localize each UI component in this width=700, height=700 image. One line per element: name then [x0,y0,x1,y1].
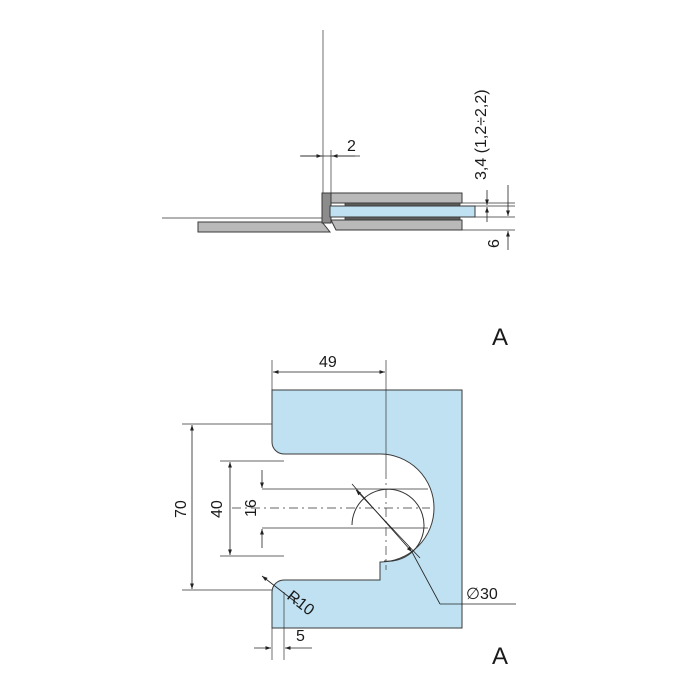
dim-offset-label: 5 [296,628,305,645]
section-label-top: A [492,324,508,351]
glass-pane [329,205,476,218]
dim-height-slot-label: 16 [243,499,260,517]
dim-width-label: 49 [319,354,337,371]
dim-hole-label: ∅30 [466,586,498,603]
side-view: 2 3,4 (1,2÷2,2) 6 [162,30,515,250]
dim-gap-label: 2 [347,138,356,155]
dim-plate-label: 6 [486,239,503,248]
dim-height-cutout-label: 40 [209,500,226,518]
section-label-bottom: A [492,643,508,670]
lower-clamp [330,219,463,231]
dim-height-outer-label: 70 [173,500,190,518]
hole-arc [351,488,425,562]
glass-plate [271,389,463,629]
front-view: 49 70 40 16 R10 5 ∅30 [173,354,516,660]
mounting-plate [197,221,332,233]
dim-gasket-label: 3,4 (1,2÷2,2) [473,89,490,180]
upper-clamp [330,192,463,204]
